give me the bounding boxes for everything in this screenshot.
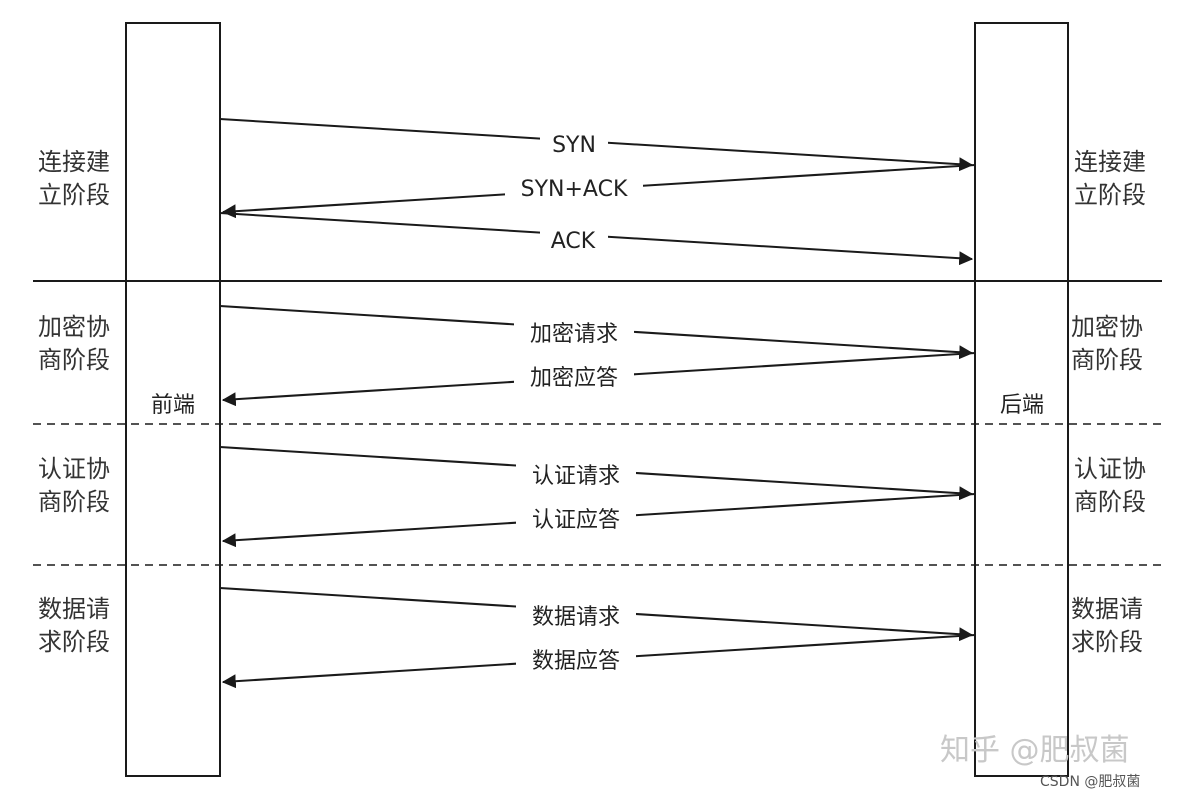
phase-label-right: 认证协 bbox=[1074, 455, 1146, 483]
phase-label-right: 商阶段 bbox=[1071, 346, 1143, 374]
message-label-data-response: 数据应答 bbox=[532, 649, 620, 674]
phase-label-right: 商阶段 bbox=[1074, 488, 1146, 516]
phase-label-left: 连接建 bbox=[38, 148, 110, 176]
backend-lifeline bbox=[974, 22, 1069, 777]
message-label-auth-request: 认证请求 bbox=[532, 464, 620, 489]
csdn-watermark: CSDN @肥叔菌 bbox=[1040, 774, 1140, 790]
phase-label-right: 求阶段 bbox=[1071, 628, 1143, 656]
backend-label: 后端 bbox=[1000, 393, 1044, 418]
phase-label-left: 求阶段 bbox=[38, 628, 110, 656]
message-label-group: SYN SYN+ACK ACK 加密请求 加密应答 认证请求 认证应答 数据请求… bbox=[505, 130, 643, 674]
phase-label-left: 加密协 bbox=[38, 313, 110, 341]
phase-label-right: 连接建 bbox=[1074, 148, 1146, 176]
frontend-lifeline bbox=[125, 22, 221, 777]
phase-label-left: 商阶段 bbox=[38, 346, 110, 374]
message-label-auth-response: 认证应答 bbox=[532, 508, 620, 533]
zhihu-watermark: 知乎 @肥叔菌 bbox=[940, 733, 1130, 768]
phase-label-left: 数据请 bbox=[38, 595, 110, 623]
message-label-syn-ack: SYN+ACK bbox=[521, 177, 628, 202]
message-label-encrypt-response: 加密应答 bbox=[530, 366, 618, 391]
phase-label-left: 立阶段 bbox=[38, 181, 110, 209]
phase-label-right: 立阶段 bbox=[1074, 181, 1146, 209]
message-label-data-request: 数据请求 bbox=[532, 605, 620, 630]
phase-label-left: 认证协 bbox=[38, 455, 110, 483]
phase-label-right: 加密协 bbox=[1071, 313, 1143, 341]
message-label-syn: SYN bbox=[552, 133, 596, 158]
message-label-ack: ACK bbox=[551, 229, 596, 254]
phase-label-right: 数据请 bbox=[1071, 595, 1143, 623]
message-label-encrypt-request: 加密请求 bbox=[530, 322, 618, 347]
frontend-label: 前端 bbox=[151, 393, 195, 418]
phase-label-left: 商阶段 bbox=[38, 488, 110, 516]
